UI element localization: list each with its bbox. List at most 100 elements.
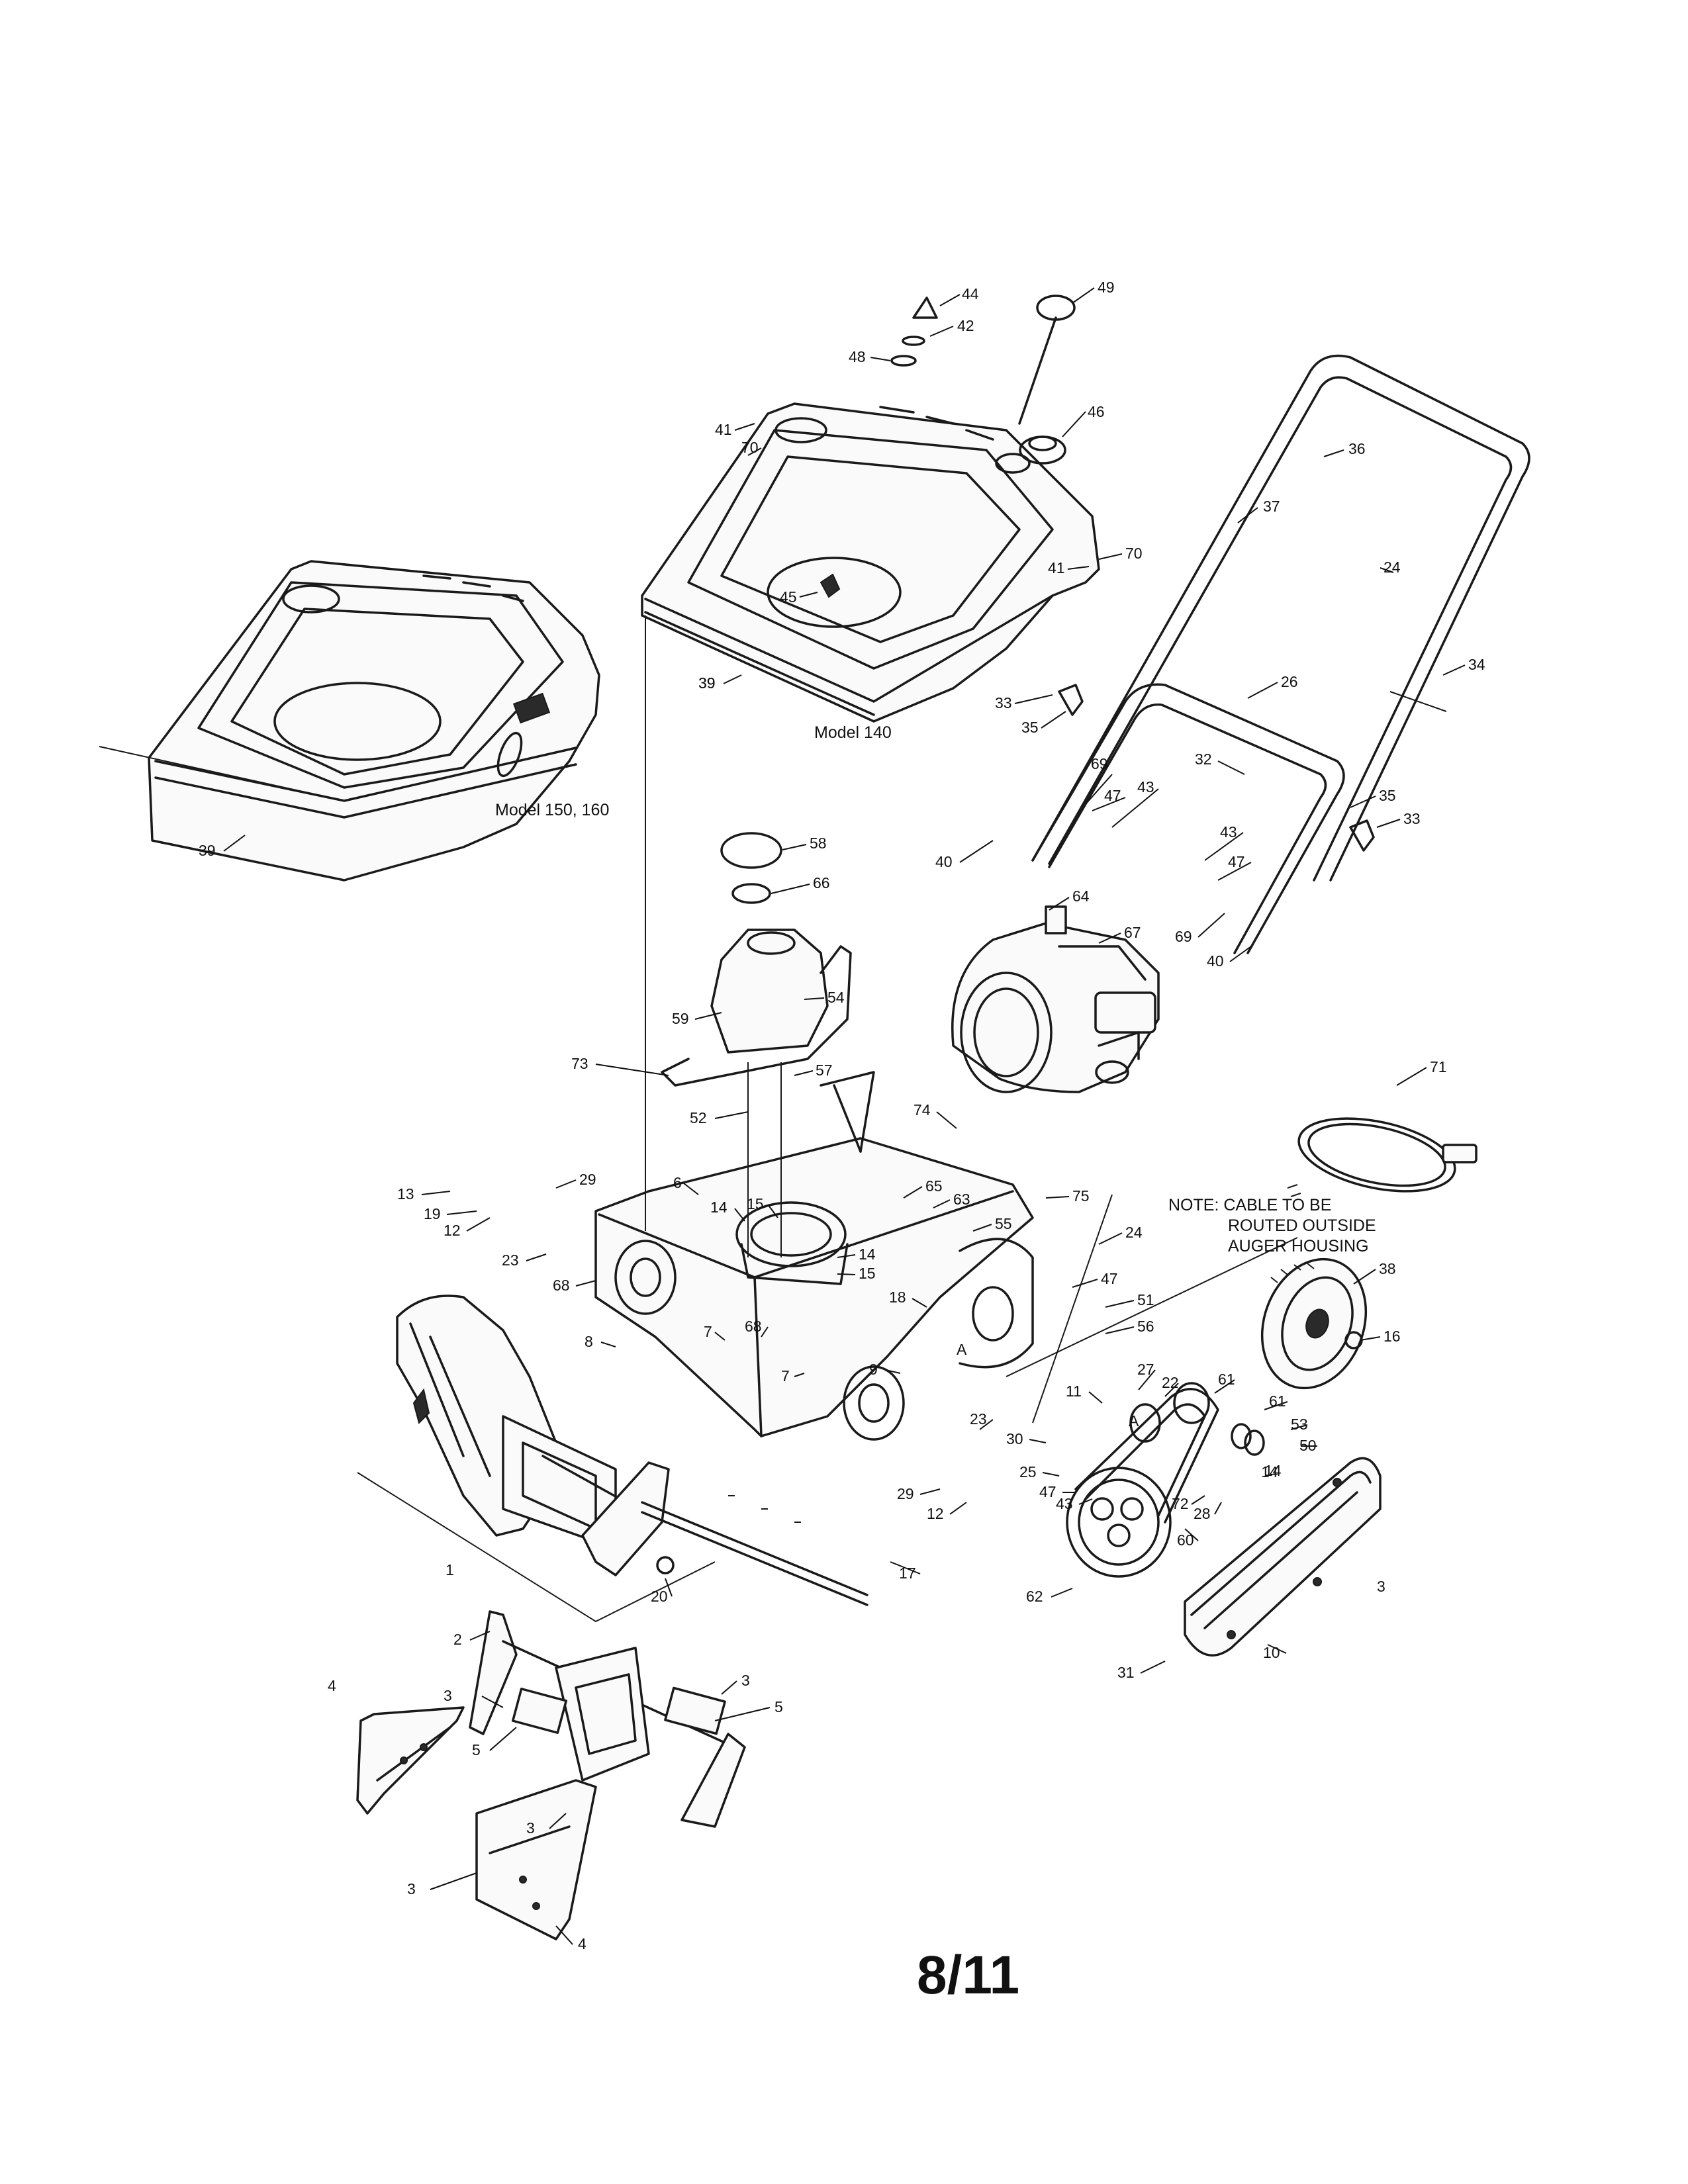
leader-line (1229, 946, 1252, 962)
upper-handle (1031, 354, 1530, 882)
engine (951, 905, 1160, 1093)
leader-line (1237, 507, 1258, 523)
leader-line (1092, 797, 1126, 811)
callout-60: 60 (1177, 1531, 1194, 1549)
leader-line (1041, 711, 1066, 729)
callout-51: 51 (1137, 1291, 1154, 1308)
callout-24: 24 (1383, 559, 1401, 576)
auger-exploded (356, 1610, 746, 1940)
callout-23: 23 (970, 1410, 987, 1428)
callout-6: 6 (673, 1174, 682, 1191)
leader-line (912, 1298, 927, 1308)
callout-56: 56 (1137, 1318, 1154, 1335)
leader-line (549, 1813, 567, 1829)
leader-line (1098, 1232, 1123, 1245)
callout-1: 1 (445, 1561, 454, 1578)
callout-14: 14 (1261, 1463, 1278, 1480)
callout-18: 18 (889, 1289, 906, 1306)
callout-2: 2 (453, 1631, 462, 1648)
leader-line (683, 1183, 699, 1195)
leader-line (1029, 1439, 1047, 1443)
leader-line (782, 844, 807, 850)
callout-11: 11 (1066, 1383, 1082, 1400)
leader-line (1214, 1379, 1235, 1394)
callout-43: 43 (1220, 823, 1237, 841)
callout-41: 41 (1048, 559, 1065, 576)
leader-line (1323, 449, 1344, 457)
leader-line (870, 357, 891, 361)
leader-line (714, 1111, 749, 1119)
callout-3: 3 (526, 1819, 535, 1837)
leader-line (794, 1070, 814, 1076)
callout-39: 39 (698, 674, 716, 692)
leader-line (1214, 1502, 1222, 1515)
callout-44: 44 (962, 285, 979, 302)
callout-5: 5 (774, 1698, 783, 1715)
leader-line (665, 1578, 673, 1597)
leader-line (949, 1502, 967, 1515)
leader-line (721, 1680, 737, 1695)
callout-3: 3 (741, 1672, 750, 1689)
callout-74: 74 (914, 1101, 931, 1118)
callout-20: 20 (651, 1588, 668, 1605)
callout-38: 38 (1379, 1260, 1396, 1277)
callout-68: 68 (745, 1318, 762, 1335)
leader-line (1111, 788, 1159, 828)
leader-line (933, 1199, 951, 1208)
leader-line (936, 1111, 957, 1129)
leader-line (929, 326, 954, 337)
leader-line (1247, 682, 1278, 699)
leader-line (1051, 1588, 1073, 1598)
alignment-lines (99, 615, 1298, 1623)
callout-7: 7 (781, 1367, 790, 1385)
leader-line (1085, 774, 1113, 805)
cable-routing-note-line-3: AUGER HOUSING (1228, 1237, 1369, 1255)
callout-7: 7 (704, 1323, 712, 1340)
leader-line (1078, 1498, 1093, 1505)
leader-line (1191, 1495, 1205, 1505)
leader-line (939, 294, 961, 306)
callout-70: 70 (741, 439, 759, 456)
leader-line (1442, 664, 1466, 676)
leader-line (481, 1696, 504, 1708)
callout-27: 27 (1137, 1361, 1154, 1378)
leader-line (1350, 796, 1376, 808)
leader-line (1360, 1336, 1381, 1341)
callout-5: 5 (472, 1741, 481, 1758)
leader-line (1088, 1391, 1103, 1404)
leader-line (919, 1488, 941, 1495)
callout-55: 55 (995, 1215, 1012, 1232)
callout-26: 26 (1281, 673, 1298, 690)
callout-12: 12 (927, 1505, 944, 1522)
leader-line (1105, 1300, 1135, 1308)
leader-line (767, 1204, 778, 1218)
callout-42: 42 (957, 317, 974, 334)
callout-39: 39 (698, 674, 716, 692)
callout-39: 39 (199, 842, 216, 859)
callout-48: 48 (849, 348, 866, 365)
leader-line (885, 1369, 901, 1374)
callout-71: 71 (1430, 1058, 1447, 1075)
callout-15: 15 (859, 1265, 876, 1282)
leader-line (1067, 566, 1090, 570)
leader-line (1396, 1067, 1427, 1086)
leader-line (761, 1326, 769, 1338)
leader-line (1045, 1196, 1070, 1199)
callout-40: 40 (1207, 952, 1224, 970)
callout-14: 14 (859, 1246, 876, 1263)
leader-line (600, 1342, 616, 1347)
callout-13: 13 (397, 1185, 414, 1203)
leader-line (1264, 1401, 1288, 1410)
belt-cover (1184, 1457, 1382, 1657)
callout-69: 69 (1175, 928, 1192, 945)
leader-line (890, 1561, 921, 1574)
callout-47: 47 (1104, 787, 1121, 804)
auger-housing (594, 1071, 1034, 1441)
callout-9: 9 (869, 1361, 878, 1378)
leader-line (1204, 832, 1244, 861)
leader-line (714, 1707, 771, 1721)
callout-70: 70 (1125, 545, 1143, 562)
callout-45: 45 (780, 588, 797, 606)
callout-73: 73 (571, 1055, 588, 1072)
